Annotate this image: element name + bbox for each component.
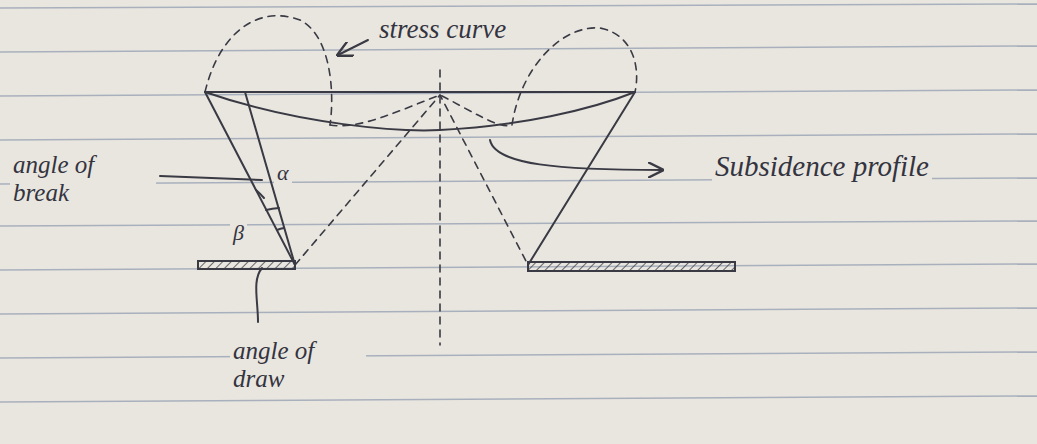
callout-label: stress curve	[376, 14, 509, 46]
seam-left	[198, 261, 295, 269]
stress-curve	[205, 16, 637, 345]
callout-label: Subsidence profile	[712, 150, 932, 184]
callout-label: α	[274, 160, 292, 186]
subsidence-profile	[205, 92, 635, 130]
seam-right	[528, 262, 735, 271]
leader-arrow	[490, 140, 662, 170]
angle-arc	[256, 190, 264, 198]
ink-drawing	[160, 16, 735, 345]
callout-label: angle of draw	[230, 336, 366, 393]
ruled-paper	[0, 4, 1037, 402]
angle-arc	[277, 228, 284, 230]
angle-arc	[266, 208, 279, 210]
leader-line	[256, 268, 262, 322]
break-line-left	[245, 92, 295, 265]
leader-arrow	[338, 40, 368, 55]
callout-label: angle of break	[10, 150, 156, 207]
leader-line	[160, 176, 262, 180]
callout-label: β	[230, 220, 247, 246]
ground-surface	[205, 91, 635, 93]
